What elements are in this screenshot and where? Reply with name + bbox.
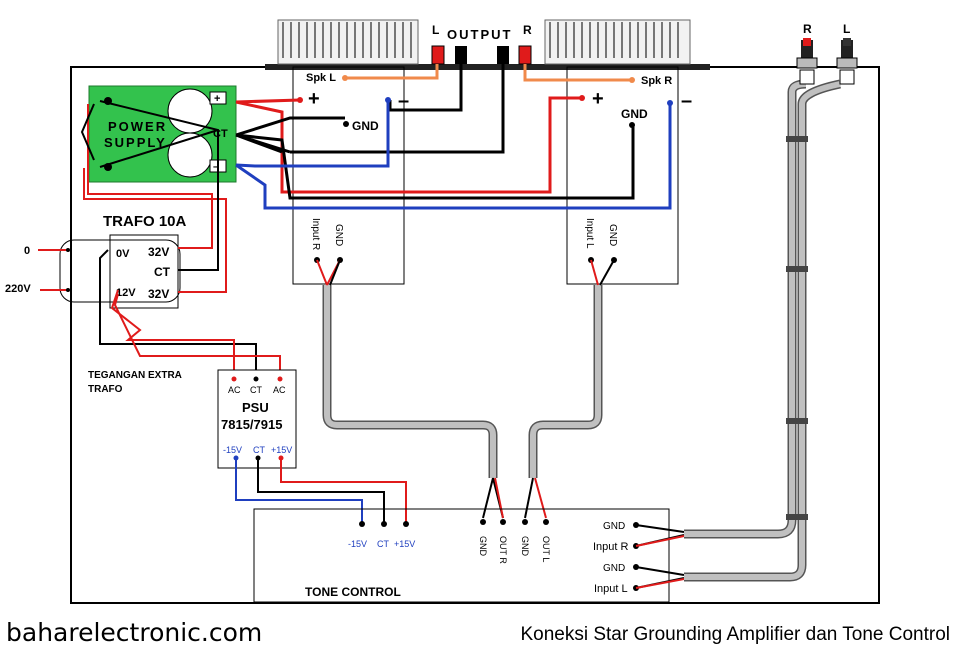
psu-neg: -15V [223,445,242,455]
tone-ct: CT [377,539,389,549]
ps-ct-wires [80,103,95,161]
tone-pos: +15V [394,539,415,549]
tone-out-l: OUT L [541,536,551,562]
heatsink-plate [265,64,710,70]
amp-left-minus: – [398,90,409,112]
amp-left-plus: + [308,88,320,110]
minus-rail-right [235,105,672,210]
trafo-ct-to-ps [99,100,219,271]
amp-right-input-label: Input L [584,218,595,249]
output-l-label: L [432,23,439,37]
trafo-title: TRAFO 10A [103,213,187,230]
psu-name1: PSU [242,400,269,415]
amp-left-spk-label: Spk L [306,72,336,84]
extra-12v-wire [110,289,235,378]
amp-right-input-gnd: GND [607,224,618,246]
plus-rail-right [235,96,582,194]
diagram-caption: Koneksi Star Grounding Amplifier dan Ton… [520,624,950,645]
site-watermark: baharelectronic.com [6,618,263,647]
amp-board-right [566,66,679,285]
power-supply-minus: – [213,161,219,173]
rca-r-label: R [803,22,812,36]
heatsink-left [277,19,419,65]
mains-220v: 220V [5,283,31,295]
ct-to-spk-gnd [235,133,291,154]
amp-left-gnd: GND [352,119,379,133]
trafo-box [109,234,179,309]
amp-board-left [292,66,405,285]
tone-gnd-a: GND [478,536,488,557]
extra-label-2: TRAFO [88,384,123,395]
pos15-wire [280,458,407,522]
heatsink-right [544,19,691,65]
psu-ac2: AC [273,385,286,395]
psu-ac1: AC [228,385,241,395]
trafo-12v: 12V [116,287,136,299]
trafo-32v-to-ps-plus [87,104,213,249]
amp-left-input-gnd: GND [333,224,344,246]
output-terminal-l-black [455,46,467,64]
spk-r-wire [523,64,632,82]
extra-label-1: TEGANGAN EXTRA [88,370,182,381]
minus-rail-left [235,100,390,168]
output-terminal-r-black [497,46,509,64]
extra-12v-wire-2 [113,293,281,378]
tone-title: TONE CONTROL [305,585,401,599]
tone-in-gnd2: GND [603,563,625,574]
spk-r-gnd-wire [290,64,505,154]
output-terminal-l-red [431,45,445,65]
amp-right-spk-label: Spk R [641,75,672,87]
rca-jack-l [836,38,858,85]
input-l-cable [528,285,603,478]
psu-pos: +15V [271,445,292,455]
amp-right-gnd: GND [621,107,648,121]
neg15-wire [235,458,363,522]
power-supply-line2: SUPPLY [104,135,167,150]
cable-clips [786,136,808,520]
trafo-ct: CT [154,265,171,279]
plus-rail-left [235,98,301,104]
rca-jack-r [796,38,818,85]
trafo-32v-to-ps-minus [83,168,227,293]
amp-left-input-label: Input R [310,218,321,250]
spk-l-gnd-wire [388,64,463,112]
rca-l-label: L [843,22,850,36]
rca-l-cable [684,79,841,582]
tone-input-l: Input L [594,583,628,595]
ct-to-gnd-right [235,126,635,200]
psu-regulator-box [217,369,297,469]
trafo-0v: 0V [116,248,130,260]
trafo-32v-b: 32V [148,287,169,301]
tone-input-r: Input R [593,541,629,553]
psu-ct2: CT [253,445,265,455]
psu-name2: 7815/7915 [221,417,282,432]
psu-ct: CT [250,385,262,395]
tone-gnd-b: GND [520,536,530,557]
spk-l-wire [347,64,439,80]
ct-wire [257,458,385,522]
power-supply-plus: + [214,93,220,105]
ct-to-gnd-left [235,116,345,137]
rca-r-cable [684,79,807,539]
trafo-32v-a: 32V [148,245,169,259]
amp-right-plus: + [592,88,604,110]
output-terminal-r-red [518,45,532,65]
tone-in-gnd1: GND [603,521,625,532]
tone-control-board [253,508,670,603]
amp-right-minus: – [681,90,692,112]
power-supply-line1: POWER [108,119,167,134]
output-r-label: R [523,23,532,37]
tone-out-r: OUT R [498,536,508,564]
mains-zero: 0 [24,245,30,257]
input-r-cable [322,285,498,478]
output-label: OUTPUT [447,27,512,42]
tone-neg: -15V [348,539,367,549]
